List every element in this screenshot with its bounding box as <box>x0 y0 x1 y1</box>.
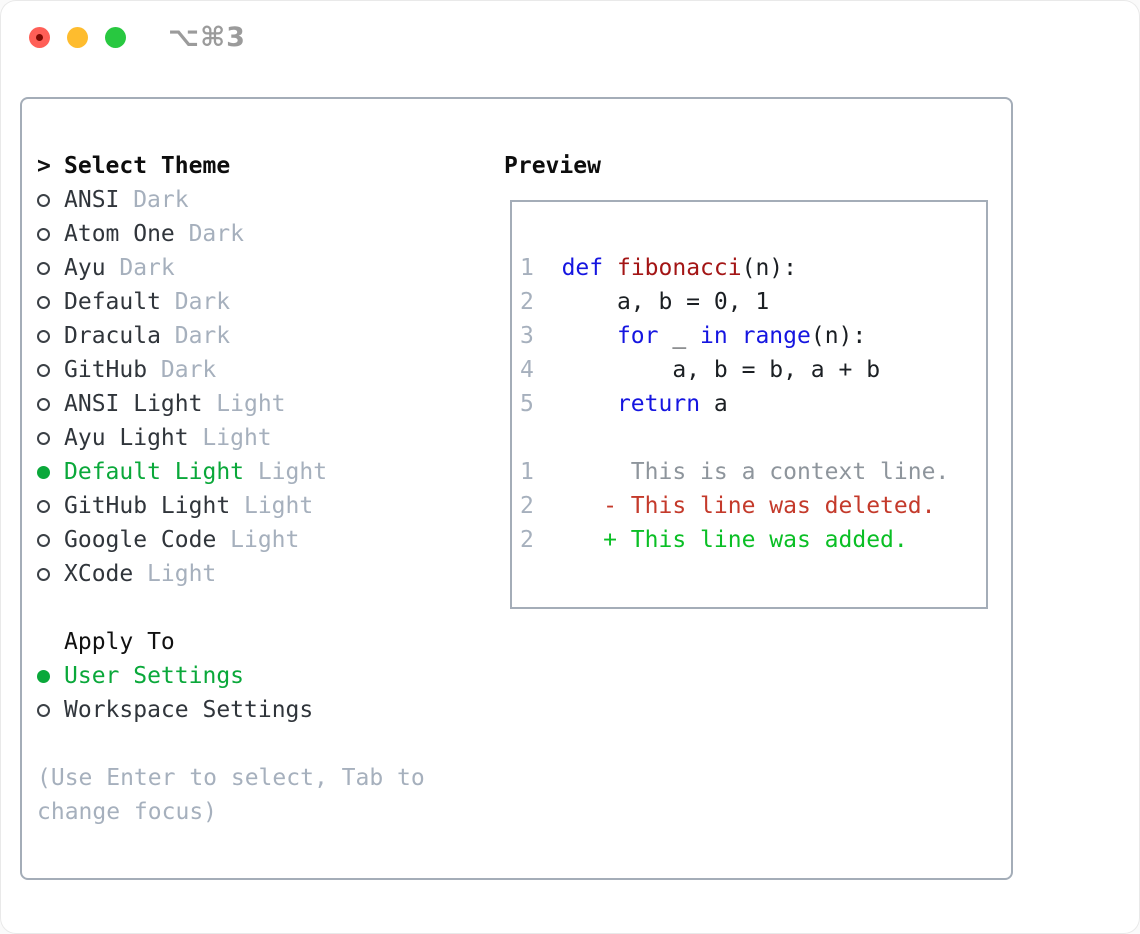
option-label: Ayu <box>64 255 106 281</box>
select-theme-title: Select Theme <box>64 153 231 179</box>
radio-icon <box>37 329 50 343</box>
theme-option[interactable]: Dracula Dark <box>22 319 502 353</box>
code-line: 2 a, b = 0, 1 <box>520 289 770 315</box>
code-line: 1 def fibonacci(n): <box>520 255 797 281</box>
option-variant-label: Light <box>257 459 328 485</box>
radio-icon <box>37 703 50 717</box>
option-variant-label: Dark <box>174 323 231 349</box>
apply-to-title: Apply To <box>64 629 175 655</box>
option-variant-label: Light <box>147 561 217 587</box>
close-button[interactable] <box>29 27 50 48</box>
option-variant-label: Dark <box>188 221 244 247</box>
option-label: Default Light <box>64 459 245 485</box>
theme-option[interactable]: Google Code Light <box>22 523 502 557</box>
option-variant-label: Dark <box>160 357 217 383</box>
option-label: Dracula <box>64 323 161 349</box>
option-label: XCode <box>64 561 134 587</box>
radio-icon <box>37 295 50 309</box>
radio-icon <box>37 363 50 377</box>
option-label: Default <box>64 289 161 315</box>
option-label: ANSI Light <box>64 391 203 417</box>
radio-icon <box>37 533 50 547</box>
code-line: 1 This is a context line. <box>520 459 950 485</box>
radio-icon <box>37 261 50 275</box>
theme-option[interactable]: GitHub Dark <box>22 353 502 387</box>
radio-selected-icon <box>37 669 50 683</box>
zoom-button[interactable] <box>105 27 126 48</box>
preview-title: Preview <box>504 153 601 179</box>
help-line: (Use Enter to select, Tab to <box>37 765 425 791</box>
theme-option[interactable]: Ayu Dark <box>22 251 502 285</box>
apply-to-option[interactable]: User Settings <box>22 659 502 693</box>
radio-icon <box>37 567 50 581</box>
option-variant-label: Light <box>230 527 300 553</box>
theme-option[interactable]: Ayu Light Light <box>22 421 502 455</box>
theme-option[interactable]: Atom One Dark <box>22 217 502 251</box>
code-preview: 1 def fibonacci(n): 2 a, b = 0, 1 3 for _ … <box>520 251 986 557</box>
minimize-button[interactable] <box>67 27 88 48</box>
radio-icon <box>37 397 50 411</box>
spacer <box>22 727 502 761</box>
radio-selected-icon <box>37 465 50 479</box>
option-label: User Settings <box>64 663 245 689</box>
apply-to-option[interactable]: Workspace Settings <box>22 693 502 727</box>
option-label: GitHub Light <box>64 493 231 519</box>
help-line: change focus) <box>37 799 218 825</box>
theme-option[interactable]: ANSI Light Light <box>22 387 502 421</box>
radio-icon <box>37 431 50 445</box>
option-variant-label: Dark <box>174 289 231 315</box>
select-theme-header: > Select Theme <box>22 149 502 183</box>
code-line: 2 + This line was added. <box>520 527 908 553</box>
window-title: ⌥⌘3 <box>168 22 246 53</box>
theme-option[interactable]: Default Light Light <box>22 455 502 489</box>
option-label: Ayu Light <box>64 425 189 451</box>
spacer <box>22 591 502 625</box>
code-line <box>520 421 986 455</box>
option-label: Atom One <box>64 221 175 247</box>
apply-to-header: Apply To <box>22 625 502 659</box>
option-variant-label: Light <box>202 425 272 451</box>
radio-icon <box>37 227 50 241</box>
option-variant-label: Dark <box>133 187 189 213</box>
code-line: 4 a, b = b, a + b <box>520 357 881 383</box>
code-line: 3 for _ in range(n): <box>520 323 867 349</box>
code-line: 2 - This line was deleted. <box>520 493 936 519</box>
option-label: GitHub <box>64 357 148 383</box>
preview-box: 1 def fibonacci(n): 2 a, b = 0, 1 3 for _ … <box>510 200 988 609</box>
code-line: 5 return a <box>520 391 728 417</box>
prompt-marker-icon: > <box>37 153 51 179</box>
help-text: (Use Enter to select, Tab to change focu… <box>22 761 502 829</box>
theme-option[interactable]: ANSI Dark <box>22 183 502 217</box>
option-variant-label: Dark <box>119 255 175 281</box>
option-label: Google Code <box>64 527 217 553</box>
radio-icon <box>37 193 50 207</box>
option-variant-label: Light <box>216 391 286 417</box>
option-variant-label: Light <box>243 493 314 519</box>
theme-option[interactable]: Default Dark <box>22 285 502 319</box>
theme-option[interactable]: XCode Light <box>22 557 502 591</box>
option-label: Workspace Settings <box>64 697 314 723</box>
theme-option[interactable]: GitHub Light Light <box>22 489 502 523</box>
option-label: ANSI <box>64 187 120 213</box>
radio-icon <box>37 499 50 513</box>
